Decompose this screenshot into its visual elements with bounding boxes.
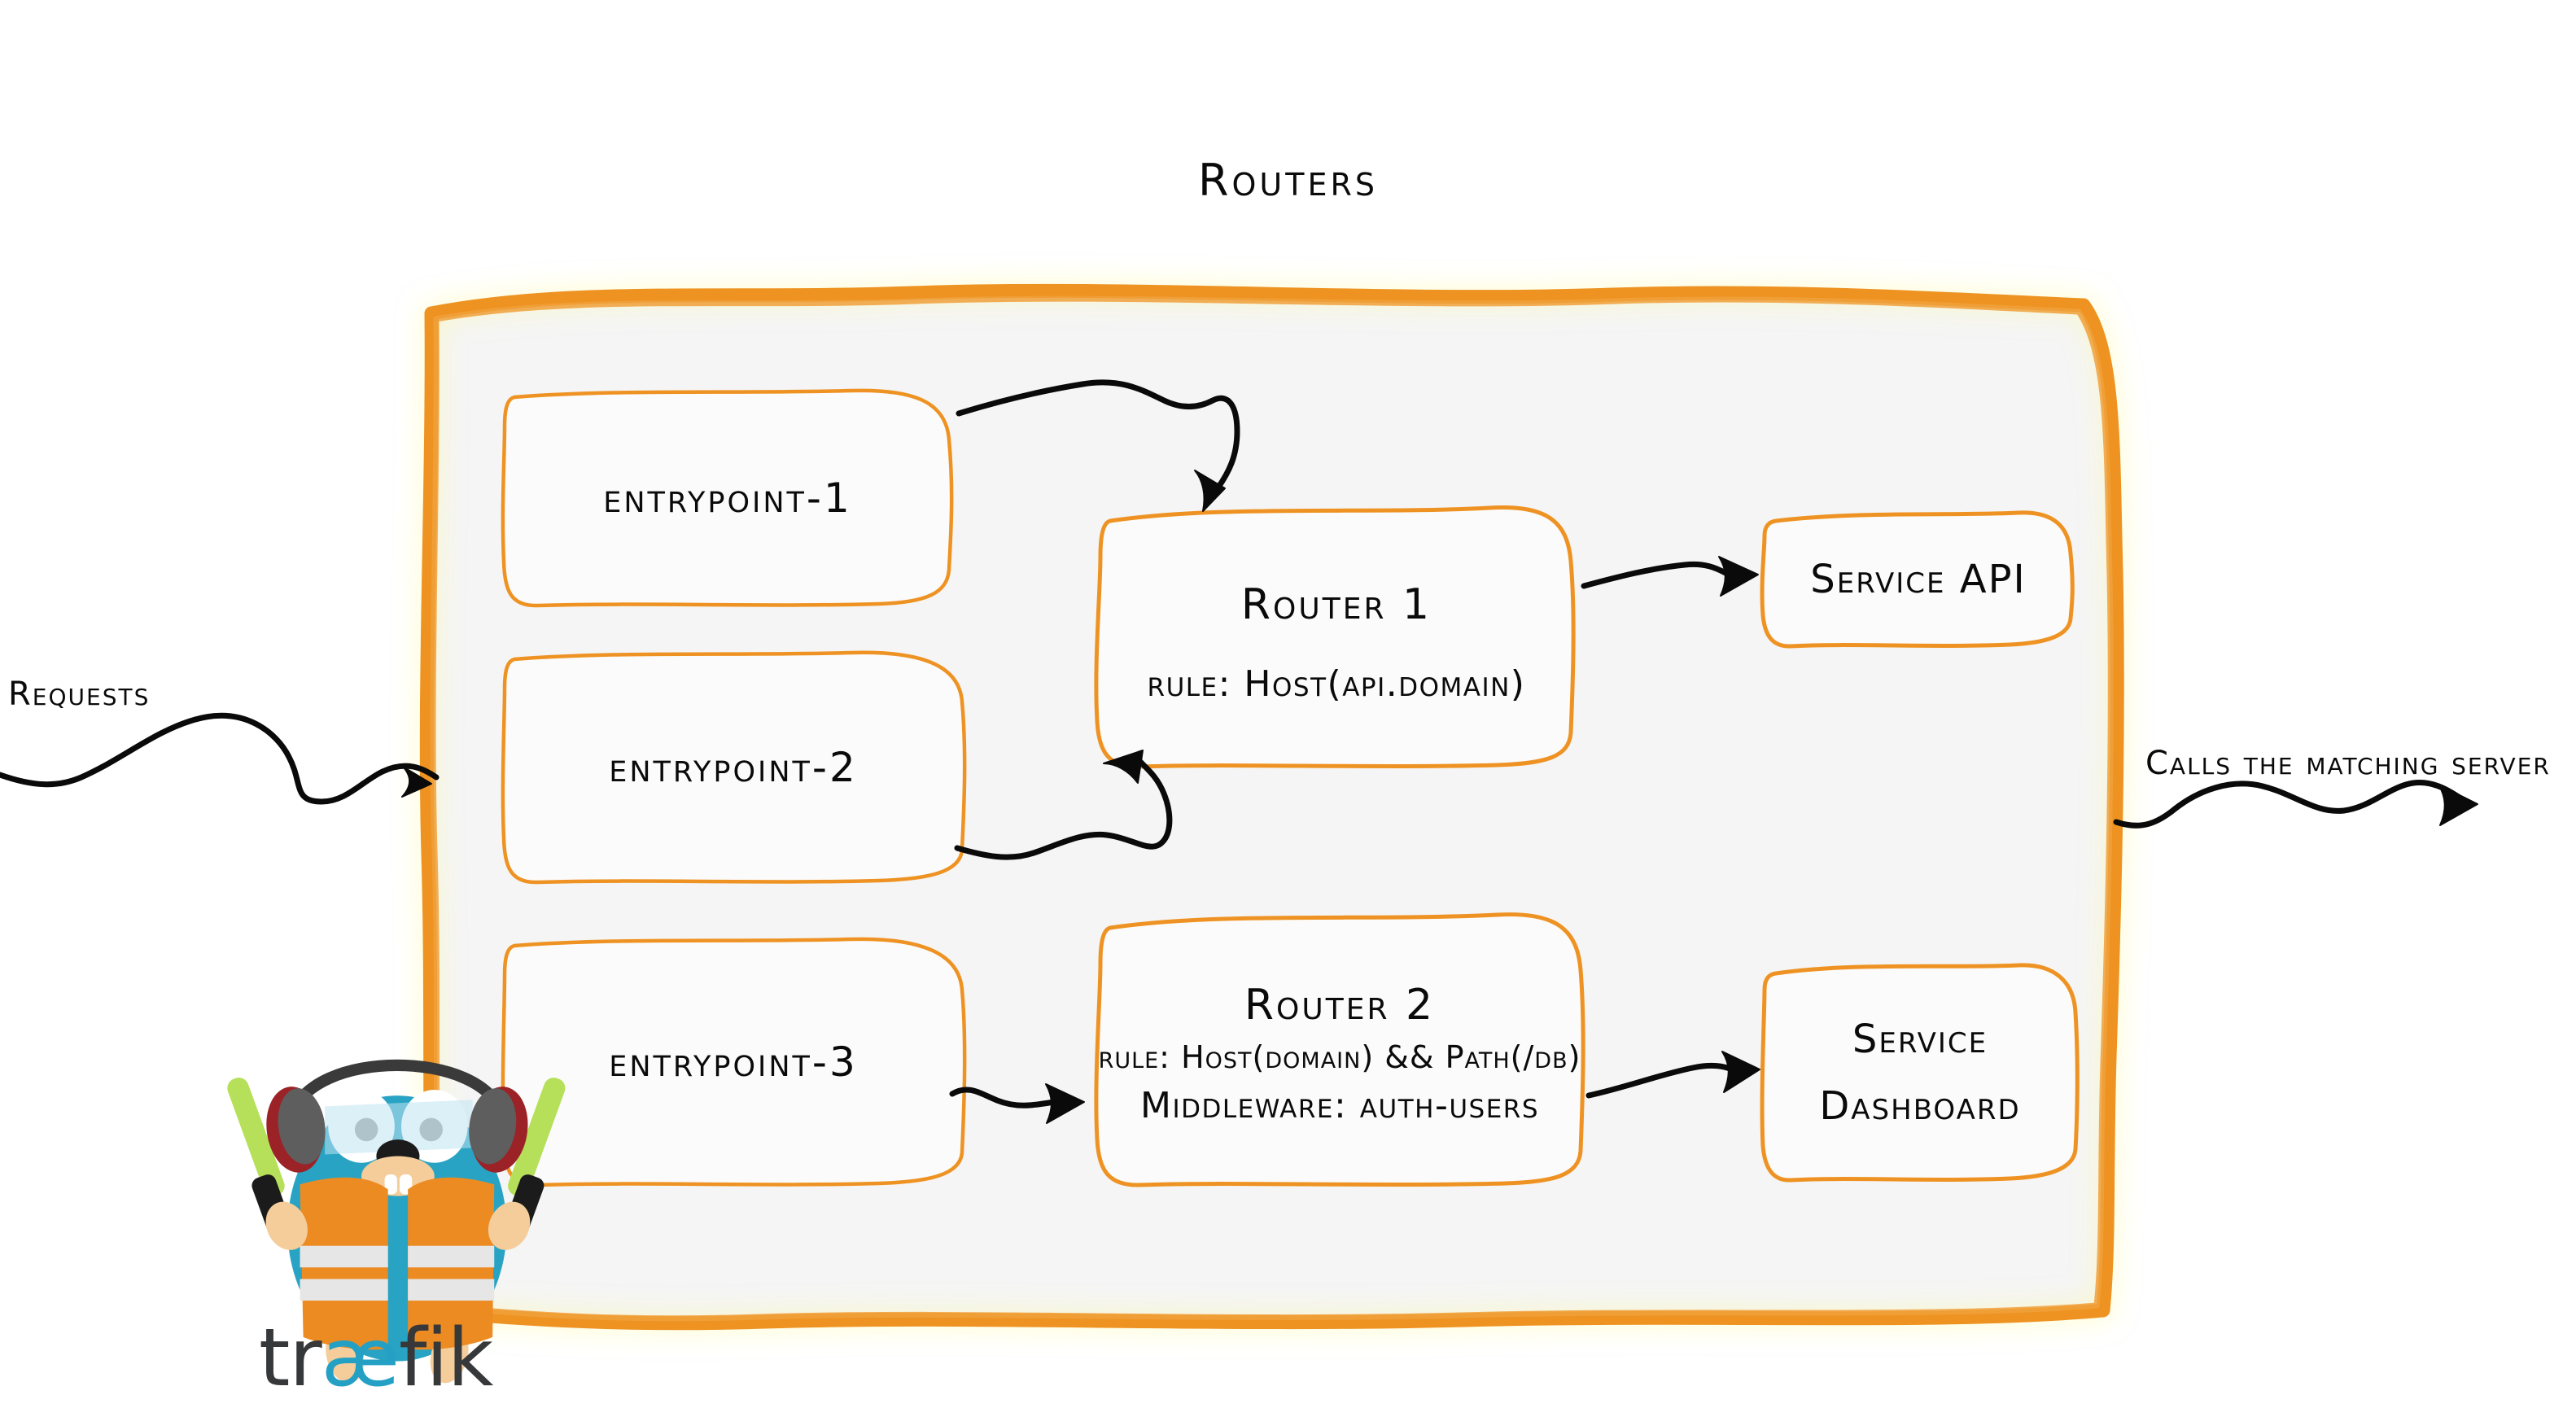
service-dashboard-label: Service Dashboard: [1763, 965, 2077, 1180]
arrow-ep2-to-router1: [954, 750, 1173, 860]
router-box-1[interactable]: [1094, 505, 1576, 769]
router-1-content: Router 1 rule: Host(api.domain): [1097, 518, 1576, 767]
entrypoint-label-2: entrypoint-2: [505, 653, 962, 882]
entrypoint-box-1[interactable]: [501, 388, 954, 608]
service-api-text: Service API: [1810, 557, 2027, 602]
service-box-dashboard[interactable]: [1760, 963, 2080, 1183]
entrypoint-label-3: entrypoint-3: [505, 939, 962, 1185]
page-title: Routers: [1198, 155, 1378, 206]
router-2-content: Router 2 rule: Host(domain) && Path(/db)…: [1097, 921, 1582, 1185]
arrow-ep1-to-router1: [956, 379, 1240, 512]
headphones-icon: [266, 1087, 528, 1173]
arrow-calls-matching-server: [2113, 779, 2478, 829]
entrypoint-2-text: entrypoint-2: [609, 744, 858, 791]
traefik-gopher-mascot: [227, 1059, 566, 1384]
wordmark-ae: æ: [321, 1312, 400, 1405]
service-dashboard-text-line1: Service: [1852, 1017, 1988, 1062]
service-box-api[interactable]: [1760, 510, 2075, 649]
entrypoint-box-2[interactable]: [501, 650, 967, 885]
router-2-rule: rule: Host(domain) && Path(/db): [1098, 1039, 1581, 1075]
router-2-middleware: Middleware: auth-users: [1140, 1084, 1539, 1126]
safety-vest-icon: [300, 1177, 495, 1350]
arrow-ep3-to-router2: [949, 1083, 1085, 1124]
traefik-wordmark: træfik: [259, 1314, 503, 1403]
arrow-requests: [0, 713, 440, 805]
service-dashboard-text-line2: Dashboard: [1819, 1083, 2021, 1129]
entrypoint-3-text: entrypoint-3: [609, 1039, 858, 1086]
calls-matching-server-label: Calls the matching server: [2145, 745, 2551, 782]
router-2-title: Router 2: [1244, 980, 1436, 1030]
wordmark-pre: tr: [259, 1312, 322, 1405]
wordmark-post: fik: [398, 1312, 493, 1405]
router-1-title: Router 1: [1240, 579, 1432, 629]
entrypoint-label-1: entrypoint-1: [505, 391, 951, 606]
service-api-label: Service API: [1763, 513, 2074, 646]
requests-label: Requests: [8, 676, 151, 713]
entrypoint-1-text: entrypoint-1: [603, 474, 852, 522]
router-1-rule: rule: Host(api.domain): [1147, 662, 1526, 705]
arrow-router2-to-service-dashboard: [1585, 1051, 1760, 1099]
arrow-router1-to-service-api: [1581, 556, 1759, 597]
router-box-2[interactable]: [1094, 912, 1585, 1187]
